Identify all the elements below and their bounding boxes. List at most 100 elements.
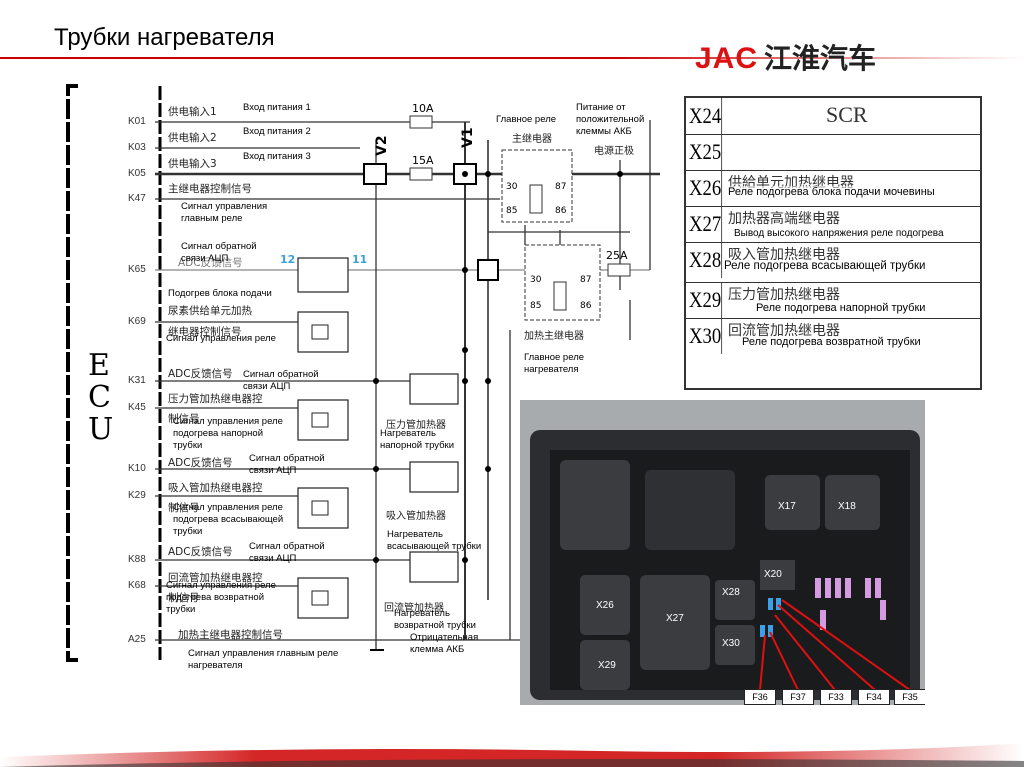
label-heater-ret: Нагреватель возвратной трубки: [394, 608, 476, 631]
fuse-label-f33: F33: [820, 689, 852, 705]
cn-signal-17: 加热主继电器控制信号: [178, 629, 283, 641]
cn-signal-14: ADC反馈信号: [168, 546, 233, 558]
cn-signal-13: 制信号: [168, 502, 200, 514]
row-code: X28: [689, 242, 723, 278]
label-heater-press: Нагреватель напорной трубки: [380, 428, 455, 451]
photo-label-x26: X26: [596, 600, 614, 611]
fuse-label-f36: F36: [744, 689, 776, 705]
pin-k88: K88: [128, 554, 146, 565]
table-row: X27 加热器高端继电器 Вывод высокого напряжения р…: [686, 206, 980, 243]
heat-relay-pin-30: 30: [530, 275, 542, 285]
pin-k03: K03: [128, 142, 146, 153]
row-ru: Реле подогрева всасывающей трубки: [724, 260, 926, 272]
row-cn: 吸入管加热继电器: [728, 247, 840, 263]
row-ru: Вывод высокого напряжения реле подогрева: [734, 228, 944, 239]
label-main-relay: Главное реле: [496, 114, 557, 125]
valve-v2-label: V2: [374, 135, 390, 156]
fuse-label-25a: 25A: [606, 249, 628, 262]
cn-bat-pos: 电源正极: [594, 146, 634, 157]
relay-box-photo: X17 X18 X20 X26 X27 X28 X29 X30 F36 F37 …: [520, 400, 925, 705]
cn-signal-8: ADC反馈信号: [168, 368, 233, 380]
relay-box-illustration: [520, 400, 925, 705]
fuse-label-15a: 15A: [412, 154, 434, 167]
cn-signal-12: 吸入管加热继电器控: [168, 482, 263, 494]
cn-signal-1: 供电输入1: [168, 106, 217, 118]
cn-signal-7: 继电器控制信号: [168, 326, 242, 338]
ecu-letter-u: U: [88, 412, 114, 447]
footer-band: [0, 743, 1024, 767]
logo-cn: 江淮汽车: [764, 42, 877, 75]
node-11: 11: [352, 253, 367, 266]
pin-k01: K01: [128, 116, 146, 127]
cn-heat-relay: 加热主继电器: [524, 331, 584, 342]
photo-label-x18: X18: [838, 501, 856, 512]
cn-suct-heater: 吸入管加热器: [386, 511, 446, 522]
cn-signal-5: ADC反馈信号: [178, 257, 243, 269]
photo-label-x28: X28: [722, 587, 740, 598]
relay-pin-85: 85: [506, 206, 517, 216]
label-pump-heat: Подогрев блока подачи: [168, 288, 272, 299]
cn-signal-15: 回流管加热继电器控: [168, 572, 263, 584]
cn-signal-2: 供电输入2: [168, 132, 217, 144]
label-ctrl-relay: Сигнал управления реле: [166, 333, 276, 344]
pin-k65: K65: [128, 264, 146, 275]
label-ctrl-ret: Сигнал управления реле подогрева возврат…: [166, 580, 276, 615]
row-code: X26: [689, 170, 723, 206]
fuse-label-10a: 10A: [412, 102, 434, 115]
label-adc-fb-1: Сигнал обратной связи АЦП: [181, 241, 257, 264]
logo-brand: JAC: [695, 42, 759, 75]
pin-a25: A25: [128, 634, 146, 645]
row-code: X24: [689, 98, 723, 134]
photo-label-x20: X20: [764, 569, 782, 580]
relay-pin-87: 87: [555, 182, 566, 192]
pin-k69: K69: [128, 316, 146, 327]
label-adc-fb-3: Сигнал обратной связи АЦП: [249, 453, 325, 476]
table-row: X24 SCR: [686, 98, 980, 135]
row-code: X29: [689, 282, 723, 318]
row-code: X27: [689, 206, 723, 242]
row-cn: SCR: [826, 102, 868, 127]
pin-k10: K10: [128, 463, 146, 474]
heat-relay-pin-85: 85: [530, 301, 541, 311]
fuse-label-f34: F34: [858, 689, 890, 705]
wiring-diagram: 10A 15A 25A V2 V1 30 87 85 86 30 87 85 8…: [66, 84, 660, 662]
label-bat-minus: Отрицательная клемма АКБ: [410, 632, 479, 655]
heat-relay-pin-86: 86: [580, 301, 592, 311]
row-ru: Реле подогрева блока подачи мочевины: [728, 186, 935, 198]
valve-v1-label: V1: [460, 127, 476, 148]
label-ctrl-suct: Сигнал управления реле подогрева всасыва…: [173, 502, 284, 537]
connector-table: X24 SCR X25 X26 供給单元加热继电器 Реле подогрева…: [684, 96, 982, 390]
table-row: X28 吸入管加热继电器 Реле подогрева всасывающей …: [686, 242, 980, 283]
node-12: 12: [280, 253, 295, 266]
photo-label-x30: X30: [722, 638, 740, 649]
pin-k29: K29: [128, 490, 146, 501]
header-divider: [0, 57, 1024, 59]
page-title: Трубки нагревателя: [54, 24, 275, 51]
label-heater-main-relay: Главное реле нагревателя: [524, 352, 585, 375]
ecu-letter-e: E: [88, 348, 110, 383]
cn-signal-3: 供电输入3: [168, 158, 217, 170]
pin-k47: K47: [128, 193, 146, 204]
cn-signal-6: 尿素供给单元加热: [168, 305, 252, 317]
row-code: X25: [689, 134, 723, 170]
fuse-label-f37: F37: [782, 689, 814, 705]
cn-signal-4: 主继电器控制信号: [168, 183, 252, 195]
photo-label-x29: X29: [598, 660, 616, 671]
photo-label-x17: X17: [778, 501, 796, 512]
label-input-3: Вход питания 3: [243, 151, 311, 162]
cn-signal-16: 制信号: [168, 592, 200, 604]
row-code: X30: [689, 318, 723, 354]
cn-main-relay: 主继电器: [512, 134, 552, 145]
label-adc-fb-2: Сигнал обратной связи АЦП: [243, 369, 319, 392]
label-bat-plus: Питание от положительной клеммы АКБ: [576, 102, 645, 137]
row-cn: 压力管加热继电器: [728, 287, 840, 303]
table-row: X26 供給单元加热继电器 Реле подогрева блока подач…: [686, 170, 980, 207]
relay-pin-86: 86: [555, 206, 567, 216]
row-cn: 加热器高端继电器: [728, 211, 840, 227]
row-cn: 回流管加热继电器: [728, 323, 840, 339]
cn-press-heater: 压力管加热器: [386, 420, 446, 431]
pin-k05: K05: [128, 168, 146, 179]
pin-k31: K31: [128, 375, 146, 386]
cn-ret-heater: 回流管加热器: [384, 603, 444, 614]
